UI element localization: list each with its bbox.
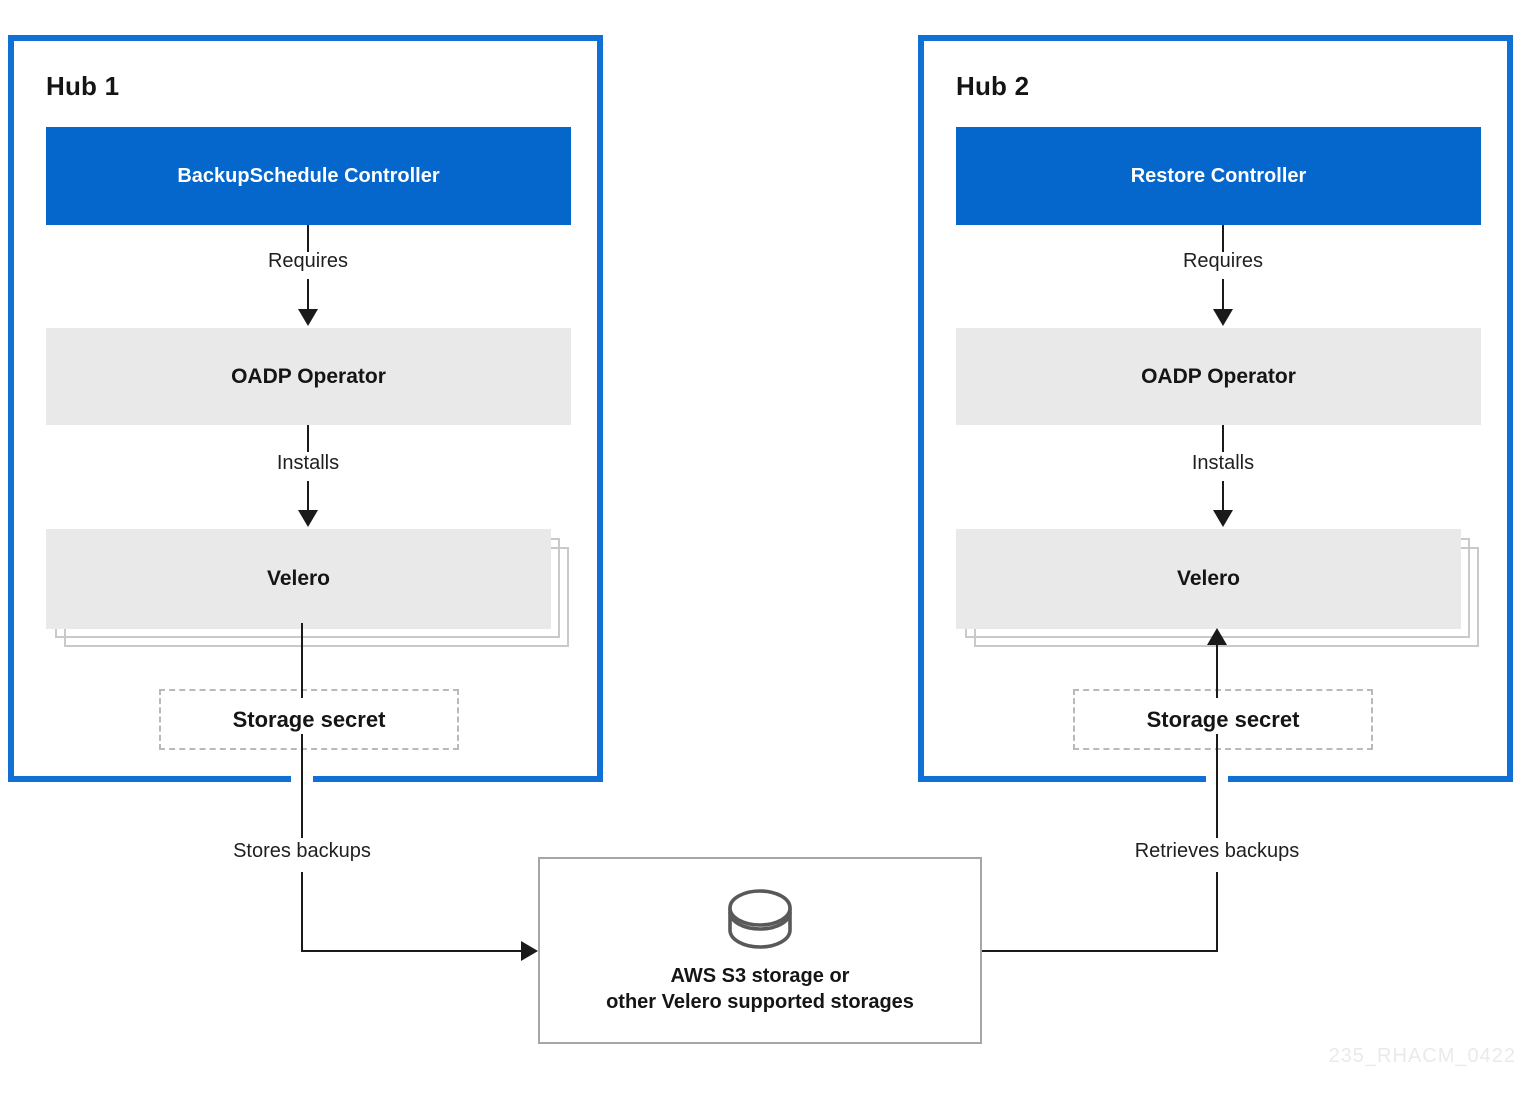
hub2-flow-line-seg3	[1216, 872, 1218, 952]
database-icon	[728, 888, 792, 949]
storage-label: AWS S3 storage or other Velero supported…	[606, 963, 914, 1015]
hub1-flow-line-horizontal	[301, 950, 522, 952]
hub1-requires-line-bottom	[307, 279, 309, 310]
hub2-installs-line-bottom	[1222, 481, 1224, 511]
storage-label-line2: other Velero supported storages	[606, 990, 914, 1013]
hub1-velero-box: Velero	[46, 529, 551, 629]
hub2-flow-line-horizontal	[982, 950, 1218, 952]
hub1-flow-line-seg1	[301, 623, 303, 698]
hub1-backupschedule-controller-box: BackupSchedule Controller	[46, 127, 571, 225]
hub2-installs-label: Installs	[1191, 452, 1255, 474]
storage-label-line1: AWS S3 storage or	[670, 964, 850, 987]
hub2-title: Hub 2	[956, 71, 1030, 101]
hub2-oadp-operator-box: OADP Operator	[956, 328, 1481, 425]
hub2-controller-label: Restore Controller	[1130, 164, 1307, 187]
hub2-storage-secret-label: Storage secret	[1146, 706, 1300, 732]
retrieves-backups-arrow-up-icon	[1207, 628, 1227, 645]
hub1-oadp-operator-box: OADP Operator	[46, 328, 571, 425]
hub2-installs-arrow-down-icon	[1213, 510, 1233, 527]
hub2-restore-controller-box: Restore Controller	[956, 127, 1481, 225]
hub2-velero-box: Velero	[956, 529, 1461, 629]
hub2-requires-line-bottom	[1222, 279, 1224, 310]
hub1-installs-label: Installs	[276, 452, 340, 474]
hub1-requires-label: Requires	[267, 250, 349, 272]
hub1-installs-line-bottom	[307, 481, 309, 511]
hub2-requires-arrow-down-icon	[1213, 309, 1233, 326]
hub1-oadp-label: OADP Operator	[231, 364, 386, 388]
diagram-watermark: 235_RHACM_0422	[1328, 1045, 1516, 1067]
hub1-storage-secret-label: Storage secret	[232, 706, 386, 732]
hub2-storage-secret-box: Storage secret	[1073, 689, 1373, 750]
hub1-controller-label: BackupSchedule Controller	[177, 164, 440, 187]
hub1-storage-secret-box: Storage secret	[159, 689, 459, 750]
hub2-flow-line-seg2	[1216, 734, 1218, 838]
hub1-title: Hub 1	[46, 71, 120, 101]
hub2-container: Hub 2 Restore Controller Requires OADP O…	[918, 35, 1513, 782]
stores-backups-arrow-right-icon	[521, 941, 538, 961]
hub1-flow-line-seg3	[301, 872, 303, 952]
hub1-installs-arrow-down-icon	[298, 510, 318, 527]
hub2-requires-label: Requires	[1182, 250, 1264, 272]
hub1-flow-line-seg2	[301, 734, 303, 838]
aws-s3-storage-box: AWS S3 storage or other Velero supported…	[538, 857, 982, 1044]
hub1-container: Hub 1 BackupSchedule Controller Requires…	[8, 35, 603, 782]
hub2-oadp-label: OADP Operator	[1141, 364, 1296, 388]
hub1-requires-arrow-down-icon	[298, 309, 318, 326]
stores-backups-label: Stores backups	[172, 840, 432, 863]
hub2-flow-line-seg1	[1216, 644, 1218, 698]
hub2-velero-label: Velero	[1176, 567, 1241, 590]
hub1-installs-line-top	[307, 425, 309, 452]
hub2-installs-line-top	[1222, 425, 1224, 452]
hub2-requires-line-top	[1222, 225, 1224, 252]
retrieves-backups-label: Retrieves backups	[1087, 840, 1347, 863]
hub1-velero-label: Velero	[266, 567, 331, 590]
hub1-requires-line-top	[307, 225, 309, 252]
